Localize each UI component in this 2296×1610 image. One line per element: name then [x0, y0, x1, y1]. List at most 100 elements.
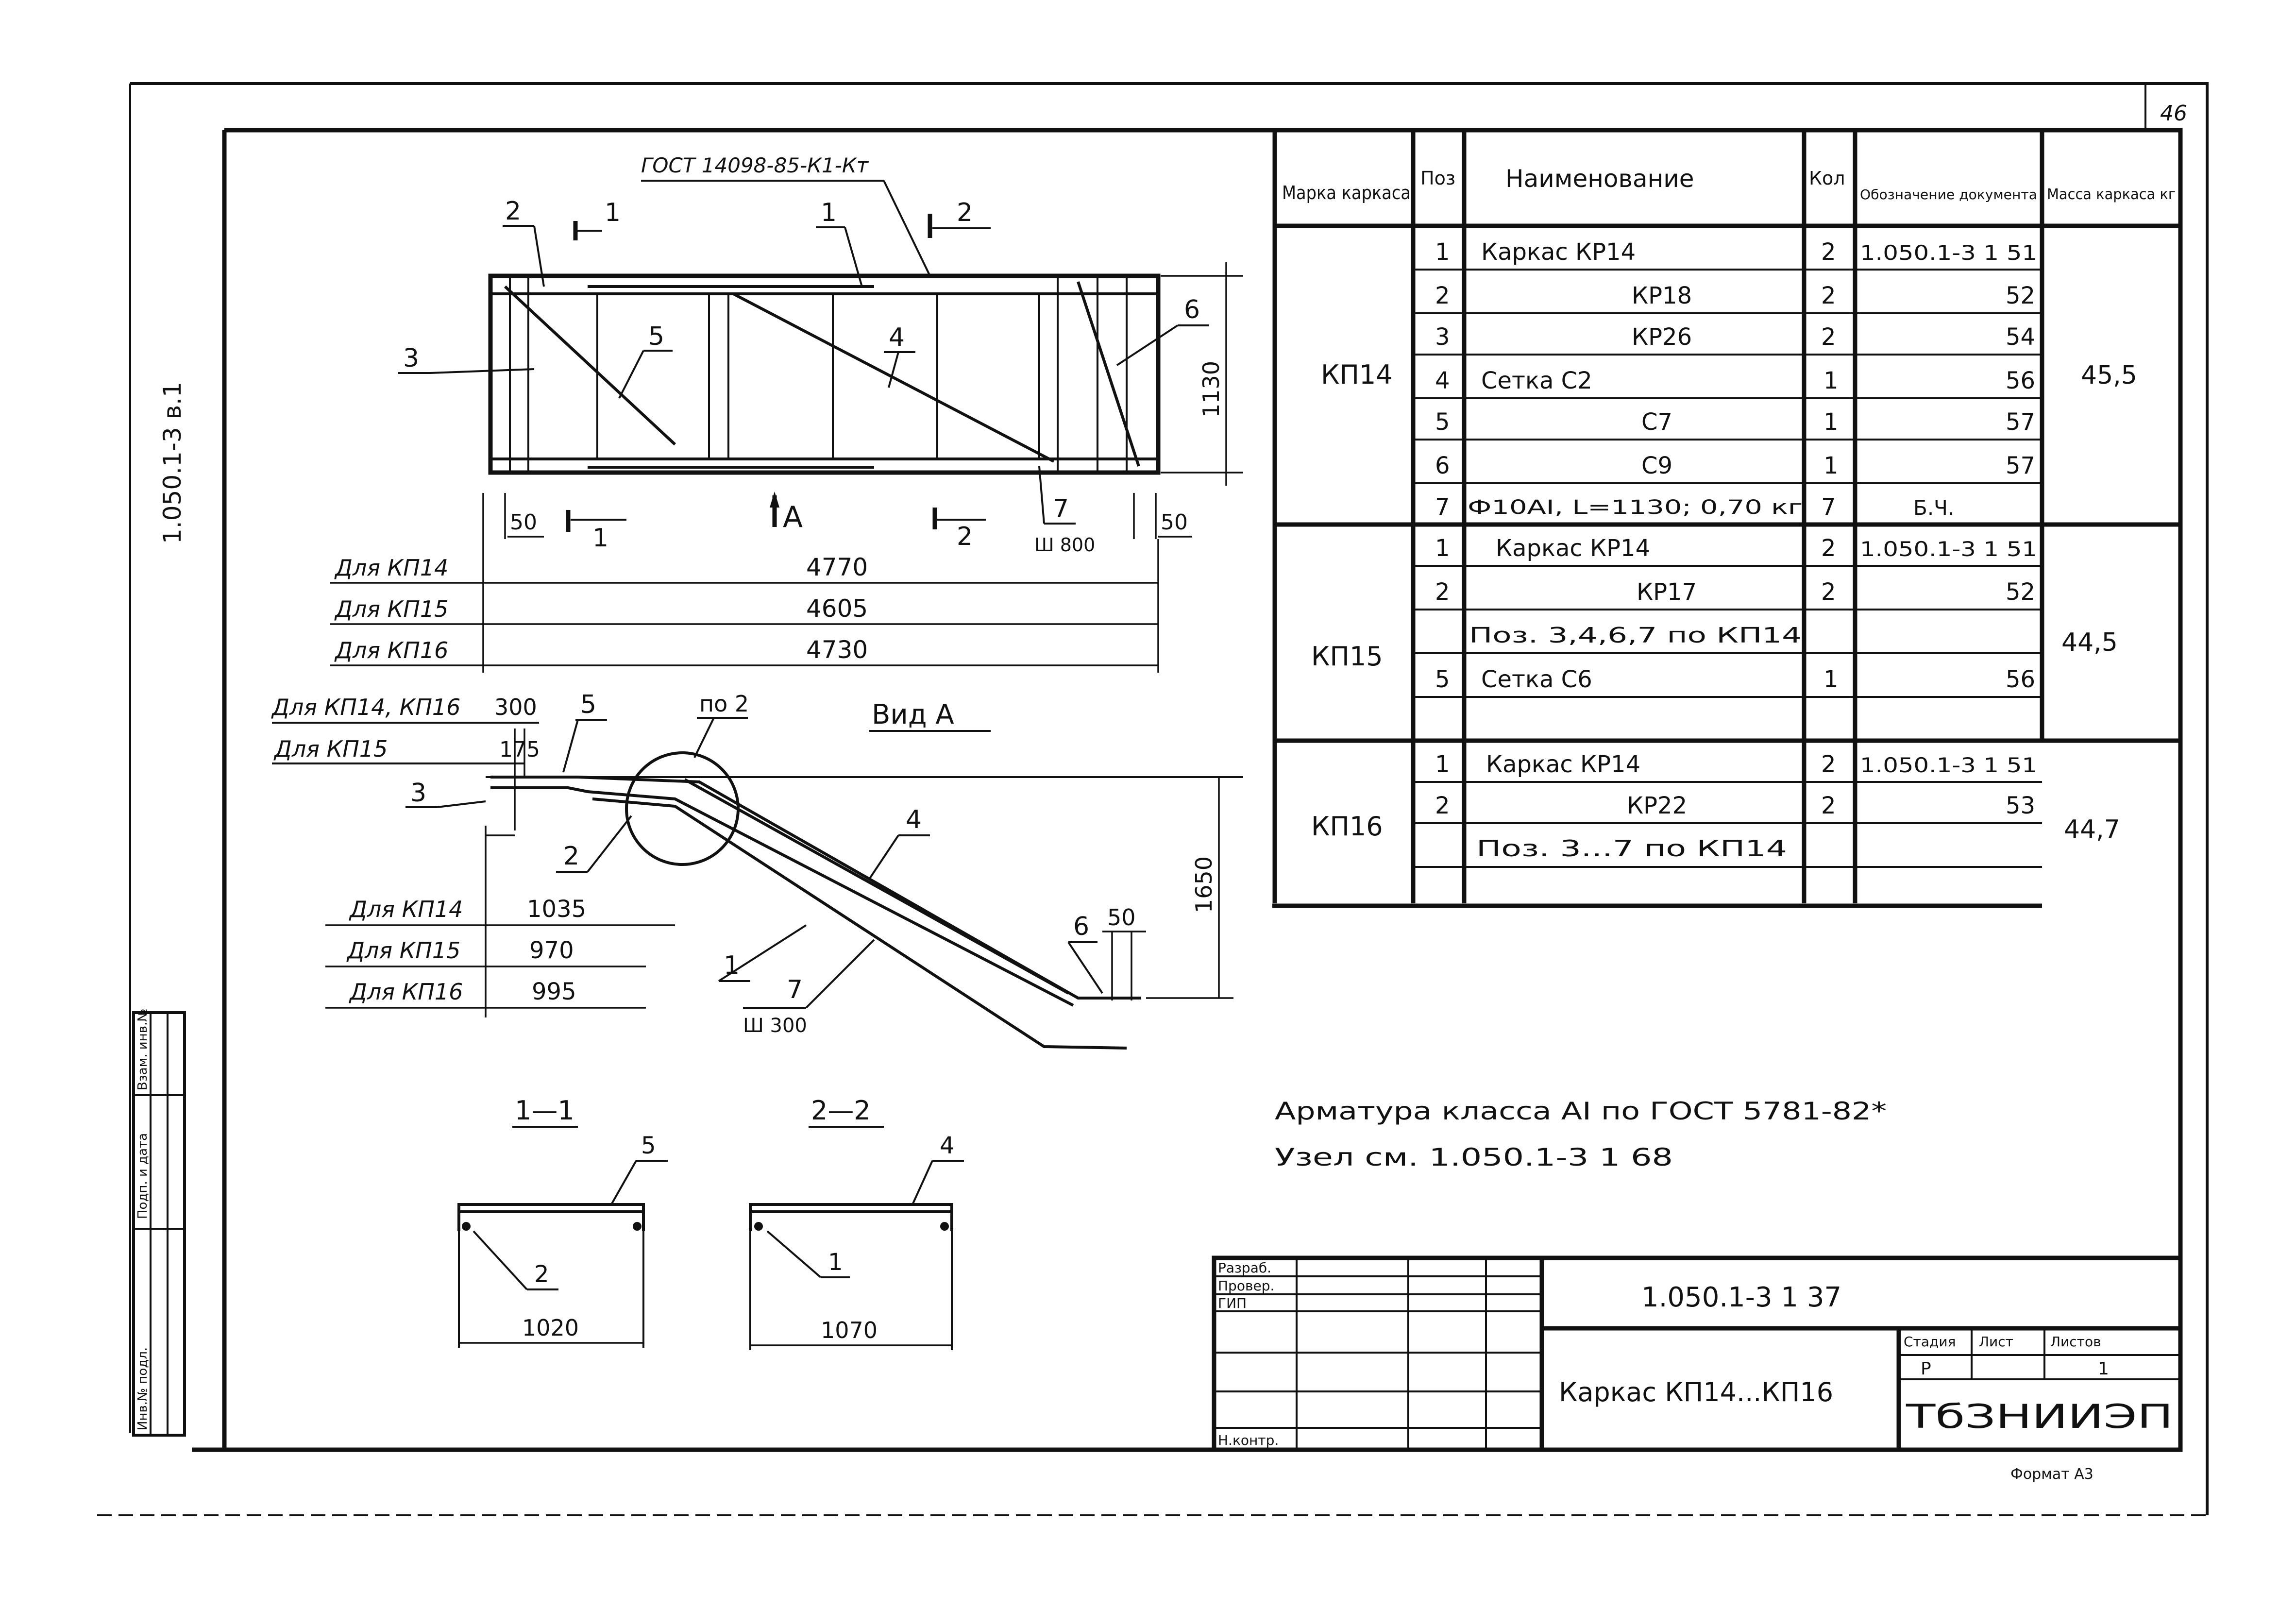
section-2-2-top-callout: 4	[940, 1132, 955, 1159]
doc: 56	[2006, 666, 2035, 693]
group-mark-kp16: КП16	[1311, 811, 1383, 842]
note-rebar-class: Арматура класса АI по ГОСТ 5781-82*	[1275, 1097, 1887, 1125]
plan-section-mark-bottom-1: 1	[592, 524, 608, 553]
width-label-kp16: Для КП16	[349, 979, 463, 1005]
view-a-callout-6: 6	[1073, 912, 1089, 941]
qty: 1	[1823, 452, 1839, 479]
view-a-callout-4: 4	[906, 805, 922, 834]
doc: 52	[2006, 282, 2035, 309]
notes: Арматура класса АI по ГОСТ 5781-82* Узел…	[1275, 1097, 1887, 1171]
plan-callout-1: 1	[821, 198, 837, 227]
view-a: Вид А Для КП14, КП16 300 Для КП15 175 5 …	[271, 690, 1243, 1050]
side-code: 1.050.1-3 в.1	[158, 382, 186, 544]
stage-header: Стадия	[1904, 1334, 1956, 1350]
hdr-pos: Поз	[1420, 168, 1455, 189]
name: Каркас КР14	[1496, 535, 1650, 562]
stamp-inv-label: Инв.№ подл.	[135, 1347, 150, 1430]
name: С7	[1641, 408, 1672, 436]
length-value-kp14: 4770	[806, 553, 868, 581]
hdr-mark: Марка каркаса	[1282, 182, 1411, 203]
qty: 7	[1821, 493, 1836, 521]
doc: 57	[2006, 452, 2035, 479]
role-developer: Разраб.	[1218, 1260, 1271, 1276]
gost-reference: ГОСТ 14098-85-К1-Кт	[641, 153, 869, 177]
hdr-qty: Кол	[1809, 168, 1845, 189]
width-value-kp14: 1035	[527, 896, 586, 923]
name: Сетка С2	[1481, 367, 1592, 394]
doc: Б.Ч.	[1913, 496, 1954, 520]
doc: 54	[2006, 323, 2035, 351]
hdr-doc: Обозначение документа	[1860, 186, 2037, 203]
pos: 3	[1435, 323, 1450, 351]
qty: 2	[1821, 751, 1836, 778]
width-value-kp15: 970	[529, 937, 574, 964]
doc: 53	[2006, 792, 2035, 819]
qty: 2	[1821, 792, 1836, 819]
sheet-value: 1	[2098, 1359, 2109, 1379]
name: КР22	[1627, 792, 1687, 819]
qty: 2	[1821, 238, 1836, 266]
plan-callout-6: 6	[1184, 295, 1200, 324]
sheet-frames	[97, 82, 2209, 1516]
width-value-kp16: 995	[532, 978, 576, 1005]
doc: 56	[2006, 367, 2035, 394]
view-a-callout-5: 5	[580, 690, 596, 719]
name: КР17	[1637, 578, 1697, 606]
width-label-kp14: Для КП14	[349, 896, 463, 922]
doc: 1.050.1-3 1 51	[1860, 753, 2037, 777]
name: Каркас КР14	[1481, 238, 1636, 266]
plan-section-mark-top-2: 2	[957, 198, 973, 227]
pos: 5	[1435, 666, 1450, 693]
view-a-callout-7: 7	[787, 975, 803, 1004]
title-block: Разраб. Провер. ГИП Н.контр. 1.050.1-3 1…	[1212, 1255, 2183, 1452]
plan-section-mark-bottom-2: 2	[957, 522, 973, 551]
view-a-dim-300: 300	[494, 694, 537, 720]
doc: 52	[2006, 578, 2035, 606]
role-checker: Провер.	[1218, 1278, 1274, 1294]
sheets-header: Листов	[2050, 1334, 2101, 1350]
group-mass-kp16: 44,7	[2064, 815, 2120, 844]
name: Ф10АI, L=1130; 0,70 кг	[1468, 496, 1803, 519]
name: Поз. 3,4,6,7 по КП14	[1469, 623, 1802, 648]
doc: 57	[2006, 408, 2035, 436]
plan-view: ГОСТ 14098-85-К1-Кт 2 1 3 5 4 6 7 Ш 800 …	[330, 153, 1243, 673]
plan-section-mark-top-1: 1	[605, 198, 621, 227]
section-1-1-title: 1—1	[515, 1095, 574, 1126]
pos: 5	[1435, 408, 1450, 436]
qty: 2	[1821, 535, 1836, 562]
plan-callout-4: 4	[889, 323, 905, 352]
view-a-label-po2: по 2	[699, 691, 749, 717]
view-a-callout-2: 2	[563, 842, 579, 871]
length-label-kp15: Для КП15	[334, 596, 448, 622]
view-a-end-dim: 50	[1107, 904, 1136, 931]
section-2-2-inner-callout: 1	[828, 1249, 843, 1276]
section-1-1: 1—1 1020 5 2	[457, 1095, 668, 1348]
spec-table: Марка каркаса Поз Наименование Кол Обозн…	[1272, 130, 2183, 908]
pos: 2	[1435, 792, 1450, 819]
length-label-kp16: Для КП16	[334, 637, 448, 663]
group-mark-kp14: КП14	[1321, 359, 1393, 390]
name: Каркас КР14	[1486, 751, 1640, 778]
pos: 2	[1435, 578, 1450, 606]
view-a-callout-3: 3	[410, 779, 426, 808]
pos: 6	[1435, 452, 1450, 479]
sheet-header: Лист	[1979, 1334, 2013, 1350]
plan-callout-7: 7	[1053, 494, 1069, 524]
section-2-2-title: 2—2	[811, 1095, 871, 1126]
qty: 1	[1823, 367, 1839, 394]
pos: 4	[1435, 367, 1450, 394]
plan-height-dim: 1130	[1198, 361, 1224, 418]
section-2-2-width: 1070	[821, 1317, 878, 1343]
length-value-kp16: 4730	[806, 636, 868, 664]
length-label-kp14: Для КП14	[334, 555, 448, 581]
note-node-ref: Узел см. 1.050.1-3 1 68	[1275, 1143, 1673, 1171]
name: КР26	[1632, 323, 1692, 351]
sheet-format: Формат А3	[2010, 1466, 2093, 1483]
length-value-kp15: 4605	[806, 594, 868, 623]
view-a-pitch-label: Ш 300	[743, 1015, 807, 1037]
qty: 2	[1821, 282, 1836, 309]
group-mass-kp15: 44,5	[2061, 628, 2118, 657]
view-a-for-kp15: Для КП15	[273, 736, 388, 762]
doc: 1.050.1-3 1 51	[1860, 537, 2037, 561]
